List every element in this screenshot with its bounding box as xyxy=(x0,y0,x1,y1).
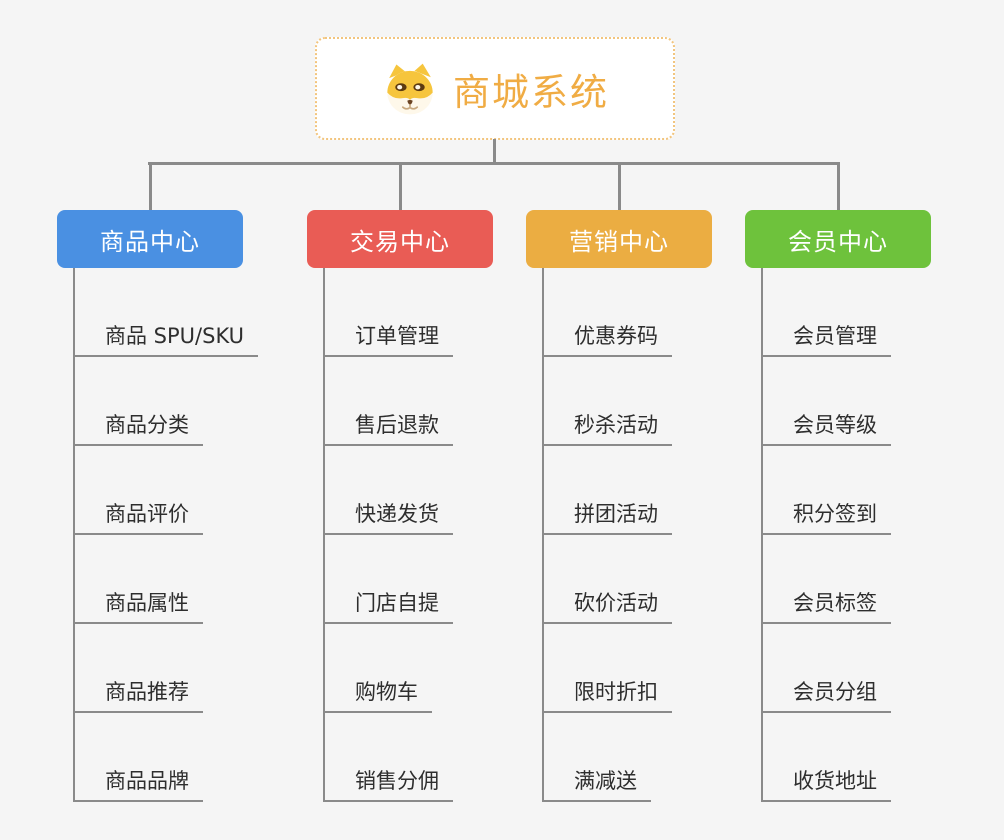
branch-item-row: 优惠券码 xyxy=(542,268,672,357)
shiba-dog-icon xyxy=(387,63,433,114)
branch-header-3[interactable]: 会员中心 xyxy=(745,210,931,268)
branch-item-row: 秒杀活动 xyxy=(542,357,672,446)
branch-item[interactable]: 积分签到 xyxy=(761,498,891,535)
connector-drop xyxy=(148,162,152,210)
branch-item-row: 限时折扣 xyxy=(542,624,672,713)
branch-item[interactable]: 会员管理 xyxy=(761,320,891,357)
branch-item[interactable]: 购物车 xyxy=(323,676,432,713)
branch-header-1[interactable]: 交易中心 xyxy=(307,210,493,268)
branch-item[interactable]: 订单管理 xyxy=(323,320,453,357)
branch-item-row: 商品分类 xyxy=(73,357,258,446)
branch-item-row: 会员管理 xyxy=(761,268,891,357)
branch-item-row: 砍价活动 xyxy=(542,535,672,624)
branch-item-row: 满减送 xyxy=(542,713,672,802)
branch-item[interactable]: 快递发货 xyxy=(323,498,453,535)
branch-item-row: 商品推荐 xyxy=(73,624,258,713)
branch-item-row: 会员等级 xyxy=(761,357,891,446)
branch-item-row: 购物车 xyxy=(323,624,453,713)
branch-item-row: 会员分组 xyxy=(761,624,891,713)
branch-item-row: 商品评价 xyxy=(73,446,258,535)
branch-item[interactable]: 售后退款 xyxy=(323,409,453,446)
branch-item[interactable]: 拼团活动 xyxy=(542,498,672,535)
branch-header-label: 营销中心 xyxy=(569,227,669,256)
branch-item-row: 销售分佣 xyxy=(323,713,453,802)
branch-item[interactable]: 商品分类 xyxy=(73,409,203,446)
branch-item[interactable]: 会员标签 xyxy=(761,587,891,624)
branch-header-label: 会员中心 xyxy=(788,227,888,256)
branch-item[interactable]: 优惠券码 xyxy=(542,320,672,357)
branch-item[interactable]: 商品推荐 xyxy=(73,676,203,713)
branch-header-label: 交易中心 xyxy=(350,227,450,256)
branch-header-0[interactable]: 商品中心 xyxy=(57,210,243,268)
branch-item-row: 售后退款 xyxy=(323,357,453,446)
branch-item[interactable]: 商品 SPU/SKU xyxy=(73,320,259,357)
branch-item[interactable]: 收货地址 xyxy=(761,765,891,802)
root-node[interactable]: 商城系统 xyxy=(315,37,675,140)
branch-item[interactable]: 商品品牌 xyxy=(73,765,203,802)
branch-item-row: 会员标签 xyxy=(761,535,891,624)
branch-item[interactable]: 商品评价 xyxy=(73,498,203,535)
branch-item[interactable]: 销售分佣 xyxy=(323,765,453,802)
branch-item-row: 快递发货 xyxy=(323,446,453,535)
branch-item[interactable]: 满减送 xyxy=(542,765,651,802)
connector-root-stub xyxy=(493,139,496,164)
connector-drop xyxy=(398,162,402,210)
branch-item-row: 门店自提 xyxy=(323,535,453,624)
branch-item[interactable]: 会员分组 xyxy=(761,676,891,713)
branch-item-row: 拼团活动 xyxy=(542,446,672,535)
connector-drop xyxy=(836,162,840,210)
root-title: 商城系统 xyxy=(453,70,609,114)
branch-item-row: 积分签到 xyxy=(761,446,891,535)
branch-item[interactable]: 限时折扣 xyxy=(542,676,672,713)
branch-column-1: 订单管理售后退款快递发货门店自提购物车销售分佣 xyxy=(323,268,453,802)
branch-item-row: 收货地址 xyxy=(761,713,891,802)
connector-bus xyxy=(148,162,840,165)
branch-header-label: 商品中心 xyxy=(100,227,200,256)
branch-column-3: 会员管理会员等级积分签到会员标签会员分组收货地址 xyxy=(761,268,891,802)
branch-item-row: 商品属性 xyxy=(73,535,258,624)
branch-item[interactable]: 门店自提 xyxy=(323,587,453,624)
branch-column-0: 商品 SPU/SKU 商品分类商品评价商品属性商品推荐商品品牌 xyxy=(73,268,259,802)
branch-item[interactable]: 会员等级 xyxy=(761,409,891,446)
connector-drop xyxy=(617,162,621,210)
branch-item-row: 订单管理 xyxy=(323,268,453,357)
branch-item[interactable]: 砍价活动 xyxy=(542,587,672,624)
branch-item-row: 商品品牌 xyxy=(73,713,258,802)
branch-column-2: 优惠券码秒杀活动拼团活动砍价活动限时折扣满减送 xyxy=(542,268,672,802)
branch-item[interactable]: 商品属性 xyxy=(73,587,203,624)
branch-header-2[interactable]: 营销中心 xyxy=(526,210,712,268)
branch-item[interactable]: 秒杀活动 xyxy=(542,409,672,446)
branch-item-row: 商品 SPU/SKU xyxy=(73,268,259,357)
